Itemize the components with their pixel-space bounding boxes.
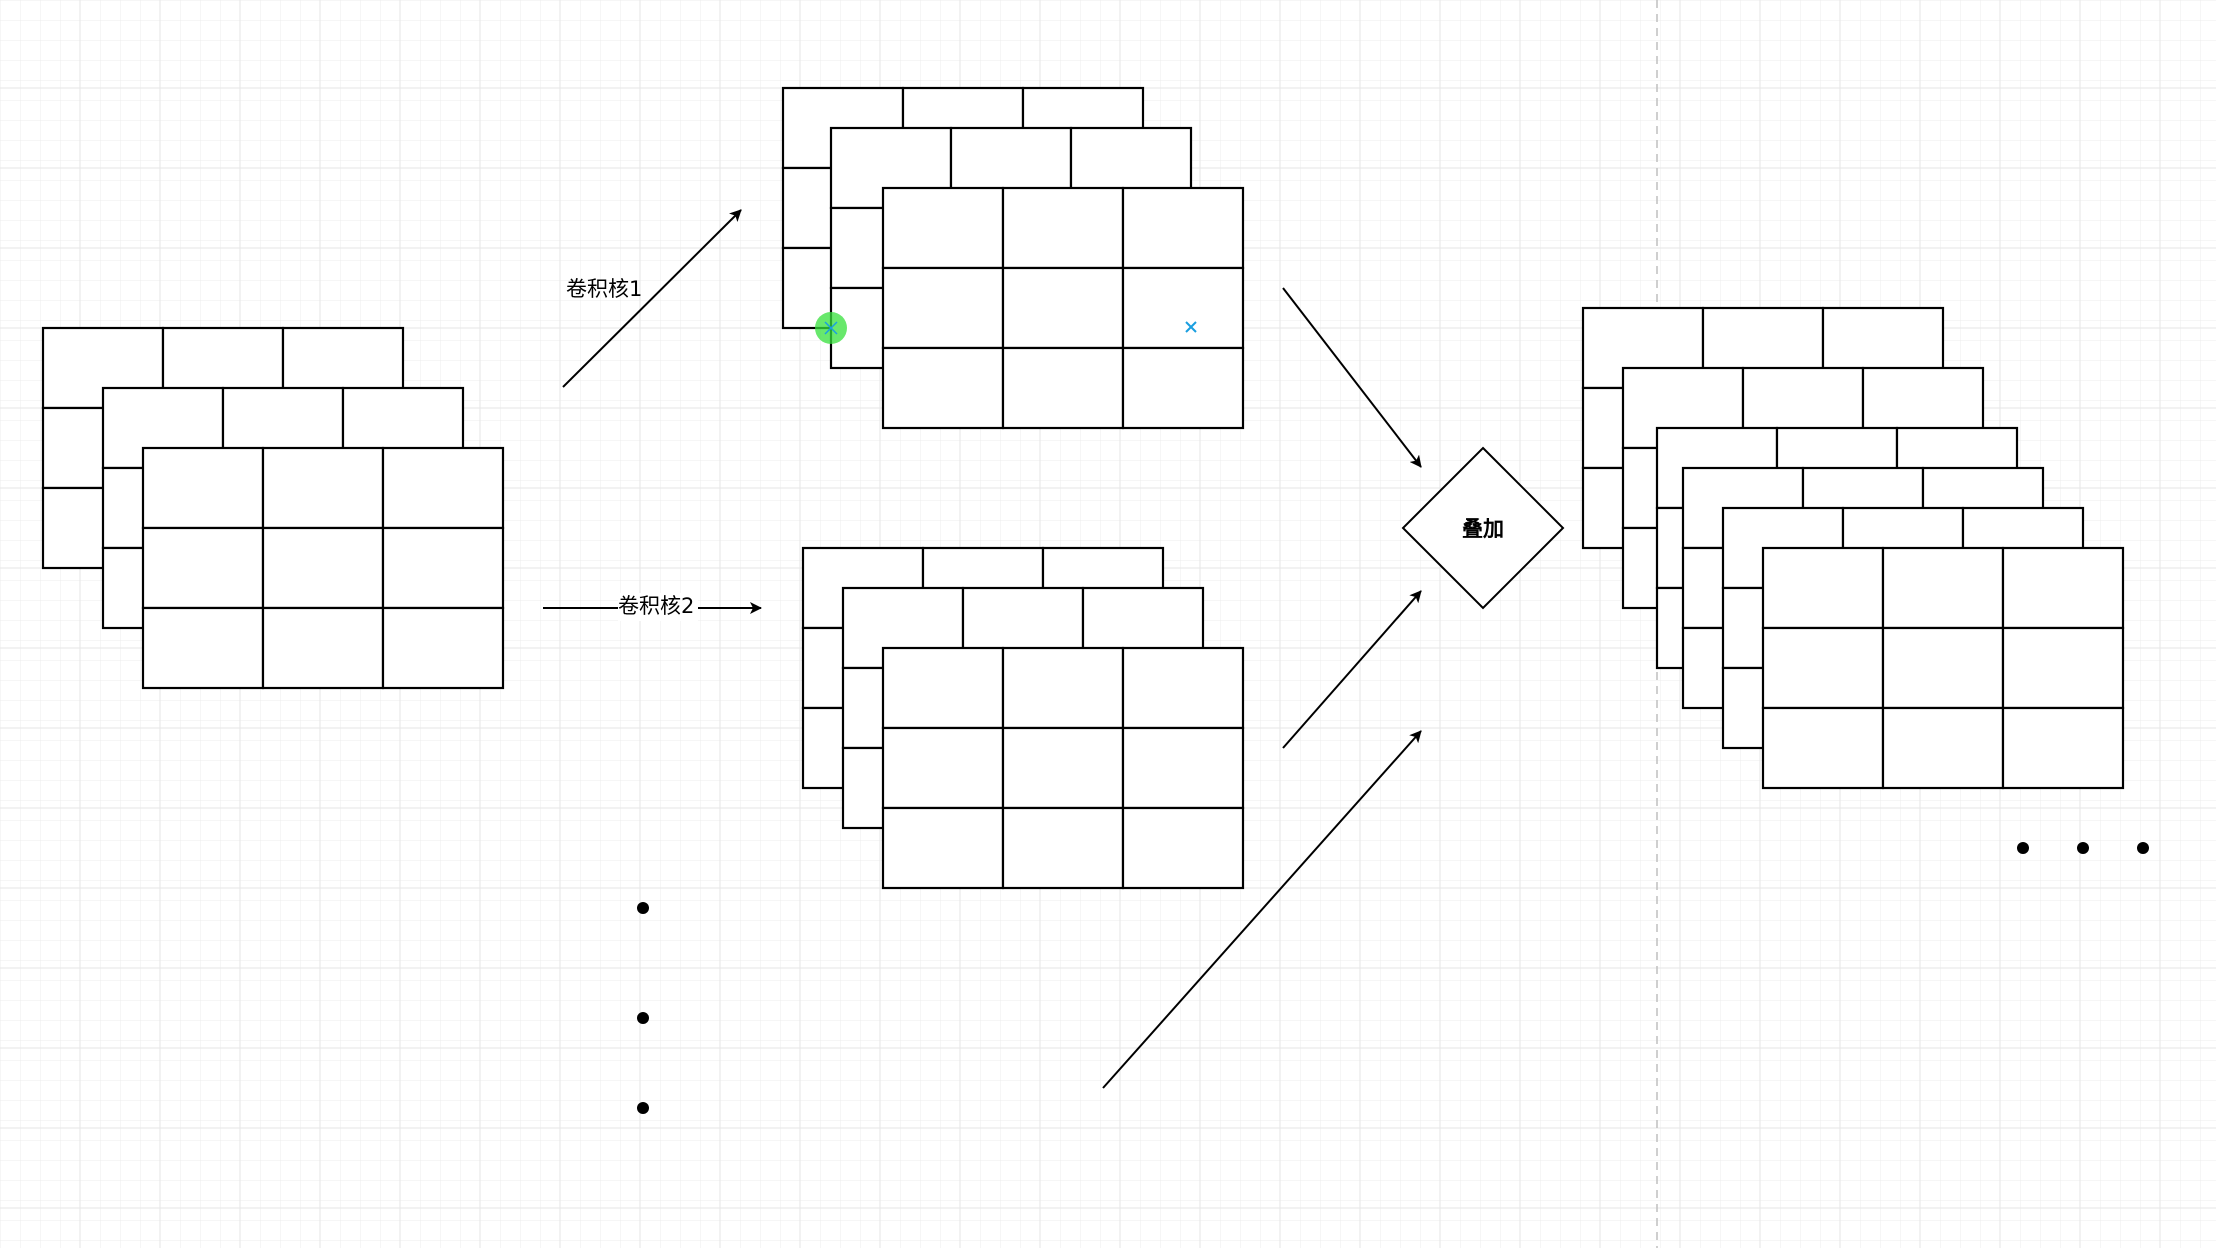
- table-cell[interactable]: [261, 446, 385, 530]
- kernel1-label[interactable]: 卷积核1: [566, 277, 642, 301]
- table-cell[interactable]: [381, 526, 505, 610]
- table-cell[interactable]: [1121, 266, 1245, 350]
- table-cell[interactable]: [1121, 806, 1245, 890]
- table-cell[interactable]: [1001, 346, 1125, 430]
- sum-node[interactable]: 叠加: [1401, 446, 1565, 610]
- input-map-front[interactable]: [141, 446, 505, 690]
- table-cell[interactable]: [881, 186, 1005, 270]
- horizontal-ellipsis-dot-2[interactable]: [2077, 842, 2089, 854]
- table-cell[interactable]: [1121, 186, 1245, 270]
- table-cell[interactable]: [261, 526, 385, 610]
- kernel2-to-sum-arrow[interactable]: [1282, 590, 1422, 749]
- green-circle-icon[interactable]: [815, 312, 847, 344]
- table-cell[interactable]: [2001, 626, 2125, 710]
- table-cell[interactable]: [1761, 706, 1885, 790]
- table-cell[interactable]: [2001, 546, 2125, 630]
- table-cell[interactable]: [141, 606, 265, 690]
- table-cell[interactable]: [1881, 626, 2005, 710]
- table-cell[interactable]: [1001, 646, 1125, 730]
- vertical-ellipsis-dot-2[interactable]: [637, 1012, 649, 1024]
- table-cell[interactable]: [1121, 646, 1245, 730]
- table-cell[interactable]: [1761, 626, 1885, 710]
- table-cell[interactable]: [1001, 186, 1125, 270]
- table-cell[interactable]: [881, 726, 1005, 810]
- table-cell[interactable]: [1001, 726, 1125, 810]
- kernel1-map-front[interactable]: [881, 186, 1245, 430]
- table-cell[interactable]: [381, 606, 505, 690]
- kernel1-output-stack[interactable]: [781, 86, 1245, 430]
- table-cell[interactable]: [881, 646, 1005, 730]
- result-stack[interactable]: [1581, 306, 2125, 790]
- table-cell[interactable]: [1121, 346, 1245, 430]
- table-cell[interactable]: [141, 526, 265, 610]
- input-feature-map-stack[interactable]: [41, 326, 505, 690]
- x-marker-icon[interactable]: [1185, 321, 1197, 333]
- vertical-ellipsis-dot-3[interactable]: [637, 1102, 649, 1114]
- sum-label: 叠加: [1462, 517, 1504, 541]
- table-cell[interactable]: [1121, 726, 1245, 810]
- table-cell[interactable]: [881, 806, 1005, 890]
- table-cell[interactable]: [1761, 546, 1885, 630]
- result-map-6[interactable]: [1761, 546, 2125, 790]
- more-to-sum-arrow[interactable]: [1102, 730, 1422, 1089]
- sum-diamond[interactable]: [1401, 446, 1565, 610]
- table-cell[interactable]: [1001, 266, 1125, 350]
- kernel1-to-sum-arrow[interactable]: [1282, 287, 1422, 468]
- table-cell[interactable]: [381, 446, 505, 530]
- kernel2-map-front[interactable]: [881, 646, 1245, 890]
- table-cell[interactable]: [261, 606, 385, 690]
- kernel2-label-background: [618, 593, 698, 621]
- table-cell[interactable]: [881, 266, 1005, 350]
- table-cell[interactable]: [1001, 806, 1125, 890]
- table-cell[interactable]: [1881, 706, 2005, 790]
- table-cell[interactable]: [881, 346, 1005, 430]
- horizontal-ellipsis-dot-3[interactable]: [2137, 842, 2149, 854]
- table-cell[interactable]: [141, 446, 265, 530]
- kernel1-arrow[interactable]: [562, 209, 742, 388]
- kernel2-label[interactable]: 卷积核2: [618, 594, 694, 618]
- table-cell[interactable]: [2001, 706, 2125, 790]
- table-cell[interactable]: [1881, 546, 2005, 630]
- horizontal-ellipsis-dot-1[interactable]: [2017, 842, 2029, 854]
- vertical-ellipsis-dot-1[interactable]: [637, 902, 649, 914]
- kernel2-output-stack[interactable]: [801, 546, 1245, 890]
